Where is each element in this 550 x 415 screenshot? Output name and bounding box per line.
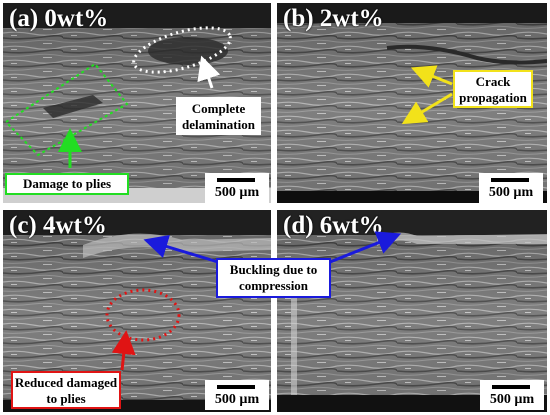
scale-bar-line [217,385,255,389]
crack-propagation-callout: Crack propagation [453,70,533,108]
callout-text: Buckling due to compression [229,262,318,293]
scale-bar-text: 500 µm [214,185,260,200]
scale-bar-c: 500 µm [205,380,269,410]
scale-bar-line [217,178,255,182]
scale-bar-b: 500 µm [479,173,543,203]
scale-bar-d: 500 µm [480,380,544,410]
panel-b-label: (b) 2wt% [283,5,384,32]
callout-text: Complete delamination [182,101,255,132]
panel-c-label: (c) 4wt% [9,212,107,239]
reduced-damage-callout: Reduced damaged to plies [11,371,121,409]
scale-bar-text: 500 µm [488,185,534,200]
scale-bar-a: 500 µm [205,173,269,203]
damage-to-plies-callout: Damage to plies [5,173,129,195]
panel-a-label: (a) 0wt% [9,5,109,32]
panel-d-label: (d) 6wt% [283,212,384,239]
scale-bar-line [492,385,530,389]
callout-text: Crack propagation [459,74,527,105]
complete-delamination-callout: Complete delamination [176,97,261,135]
scale-bar-text: 500 µm [214,392,260,407]
panel-d: (d) 6wt% 500 µm [277,210,547,412]
scale-bar-line [491,178,529,182]
callout-text: Reduced damaged to plies [14,375,118,406]
buckling-callout: Buckling due to compression [216,258,331,298]
callout-text: Damage to plies [22,176,112,191]
scale-bar-text: 500 µm [489,392,535,407]
